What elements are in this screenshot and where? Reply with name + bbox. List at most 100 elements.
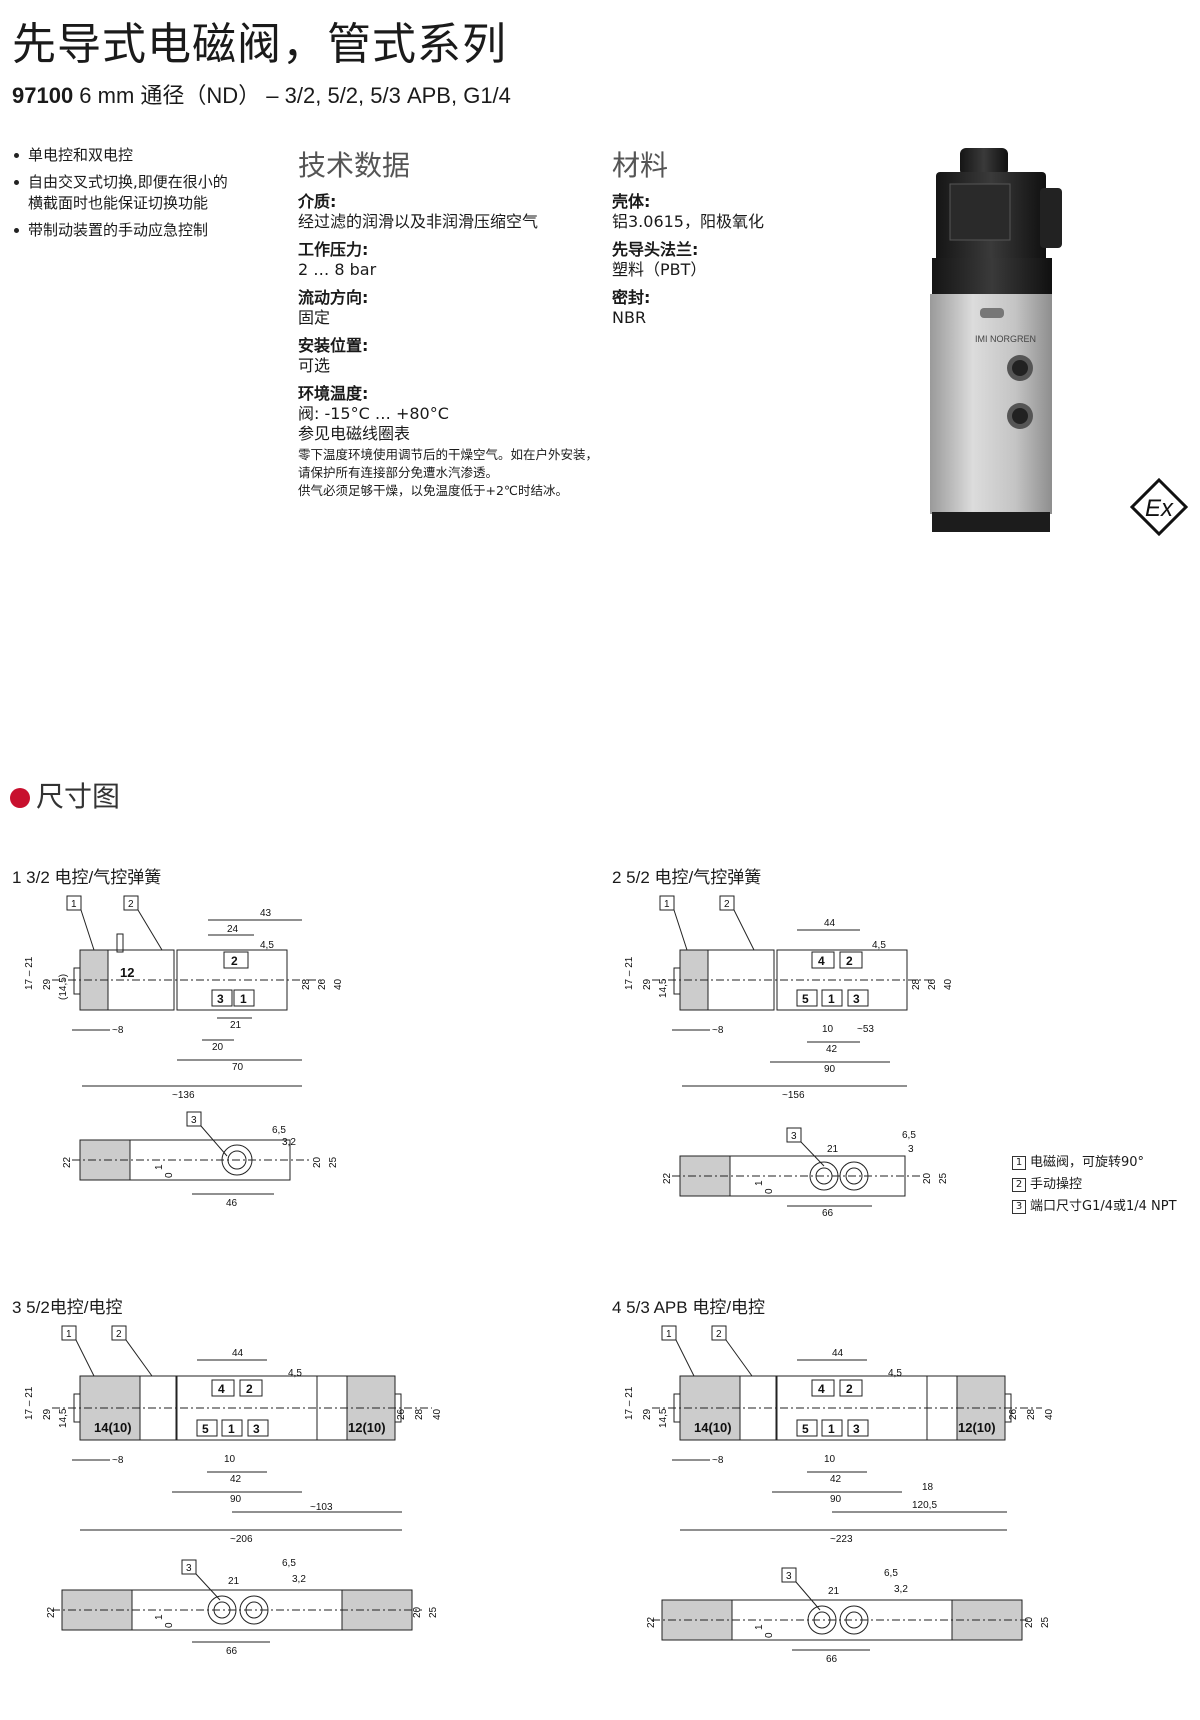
- dimension-label: 4,5: [288, 1368, 302, 1379]
- dimension-label: 44: [824, 918, 836, 929]
- dimension-label: 12(10): [348, 1420, 386, 1435]
- legend-item-2: 手动操控: [1030, 1177, 1083, 1192]
- dimension-label: 29: [642, 1408, 653, 1420]
- dimension-label: 90: [830, 1494, 842, 1505]
- drawing-line: [80, 909, 95, 951]
- dimension-label: 40: [943, 978, 954, 990]
- tech-data-section: 技术数据 介质:经过滤的润滑以及非润滑压缩空气 工作压力:2 … 8 bar 流…: [298, 144, 598, 500]
- drawing-line: [233, 989, 255, 1007]
- pilot-label: 先导头法兰:: [612, 240, 699, 259]
- drawing-line: [795, 1581, 821, 1611]
- dimension-label: 10: [824, 1454, 836, 1465]
- dimension-label: 3: [853, 992, 860, 1006]
- dimension-label: 10: [224, 1454, 236, 1465]
- dimension-label: 1: [154, 1164, 165, 1170]
- dimension-label: 22: [662, 1172, 673, 1184]
- dimension-label: ~103: [310, 1502, 333, 1513]
- drawing-line: [675, 1339, 695, 1377]
- drawing-line: [346, 1375, 396, 1441]
- dimension-label: 17 – 21: [24, 1386, 35, 1420]
- drawing-line: [673, 967, 681, 995]
- medium-label: 介质:: [298, 192, 337, 211]
- page-title: 先导式电磁阀，管式系列: [12, 19, 507, 70]
- drawing-line: [116, 933, 124, 953]
- drawing-line: [75, 1339, 95, 1377]
- drawing-line: [211, 1379, 235, 1397]
- dimension-label: ~136: [172, 1090, 195, 1101]
- legend-box-3: 3: [1012, 1199, 1026, 1214]
- pressure-label: 工作压力:: [298, 240, 369, 259]
- dimension-label: 5: [202, 1422, 209, 1436]
- drawing-1-svg: 1 2 12 2 3 1 43 24 4,5 ~8 21 20 70 ~136 …: [24, 895, 344, 1209]
- seal-value: NBR: [612, 308, 647, 327]
- subtitle-text: 6 mm 通径（ND） – 3/2, 5/2, 5/3 APB, G1/4: [73, 83, 511, 108]
- mount-label: 安装位置:: [298, 336, 369, 355]
- dimension-label: 1: [240, 992, 247, 1006]
- dimension-label: 4,5: [260, 940, 274, 951]
- dimension-label: 28: [301, 978, 312, 990]
- dimensions-heading: 尺寸图: [10, 775, 120, 815]
- dimension-label: 2: [246, 1382, 253, 1396]
- drawing-line: [181, 1559, 197, 1575]
- dimension-label: ~156: [782, 1090, 805, 1101]
- drawing-line: [719, 895, 735, 911]
- dimension-label: 18: [922, 1482, 934, 1493]
- drawing-line: [661, 1325, 677, 1341]
- drawing-line: [839, 951, 863, 969]
- dimension-label: 66: [226, 1646, 238, 1657]
- dimension-label: 26: [1008, 1408, 1019, 1420]
- drawing-line: [196, 1419, 218, 1437]
- drawing-line: [223, 951, 249, 969]
- dimension-label: 28: [911, 978, 922, 990]
- drawing-3-svg: 1 2 14(10) 12(10) 4 2 5 1 3 44 4,5 ~8 10…: [24, 1325, 443, 1657]
- dimension-label: 14,5: [658, 1408, 669, 1428]
- dimension-label: 40: [432, 1408, 443, 1420]
- dimension-label: 1: [71, 899, 77, 910]
- dimension-label: 40: [333, 978, 344, 990]
- dimension-label: 5: [802, 1422, 809, 1436]
- dimension-label: 3: [191, 1115, 197, 1126]
- legend-box-1: 1: [1012, 1155, 1026, 1170]
- dimension-label: 17 – 21: [624, 956, 635, 990]
- dimension-label: 21: [228, 1576, 240, 1587]
- drawing-line: [211, 989, 233, 1007]
- dimension-label: 44: [232, 1348, 244, 1359]
- drawing-line: [221, 1419, 243, 1437]
- drawing-line: [733, 909, 755, 951]
- dimension-label: 6,5: [282, 1558, 296, 1569]
- temp-value: 阀: -15°C … +80°C: [298, 404, 449, 423]
- dimension-label: 25: [938, 1172, 949, 1184]
- drawing-line: [73, 967, 81, 995]
- dimension-label: 20: [922, 1172, 933, 1184]
- feature-item: 带制动装置的手动应急控制: [12, 220, 242, 241]
- dimension-label: 24: [227, 924, 239, 935]
- dimension-label: 90: [824, 1064, 836, 1075]
- drawing-line: [111, 1325, 127, 1341]
- dimension-label: 17 – 21: [624, 1386, 635, 1420]
- dimension-label: 1: [664, 899, 670, 910]
- flow-label: 流动方向:: [298, 288, 369, 307]
- drawing-line: [786, 1127, 802, 1143]
- dimension-label: ~223: [830, 1534, 853, 1545]
- dimension-label: 42: [830, 1474, 842, 1485]
- dimension-label: 20: [412, 1606, 423, 1618]
- dimension-label: 2: [128, 899, 134, 910]
- dimension-label: 1: [828, 1422, 835, 1436]
- dimension-label: 70: [232, 1062, 244, 1073]
- drawing-line: [673, 909, 688, 951]
- dimension-label: 1: [754, 1180, 765, 1186]
- dimension-label: 29: [642, 978, 653, 990]
- dimension-label: 28: [414, 1408, 425, 1420]
- dimension-label: 40: [1044, 1408, 1055, 1420]
- dimension-label: 1: [66, 1329, 72, 1340]
- drawing-line: [123, 895, 139, 911]
- dimension-label: 46: [226, 1198, 238, 1209]
- drawing-line: [729, 1155, 906, 1197]
- drawing-line: [125, 1339, 153, 1377]
- drawing-line: [847, 989, 869, 1007]
- drawing-line: [800, 1141, 825, 1167]
- brand-label: IMI NORGREN: [975, 334, 1036, 344]
- material-heading: 材料: [612, 149, 669, 182]
- drawing-line: [847, 1419, 869, 1437]
- dimension-label: 1: [754, 1624, 765, 1630]
